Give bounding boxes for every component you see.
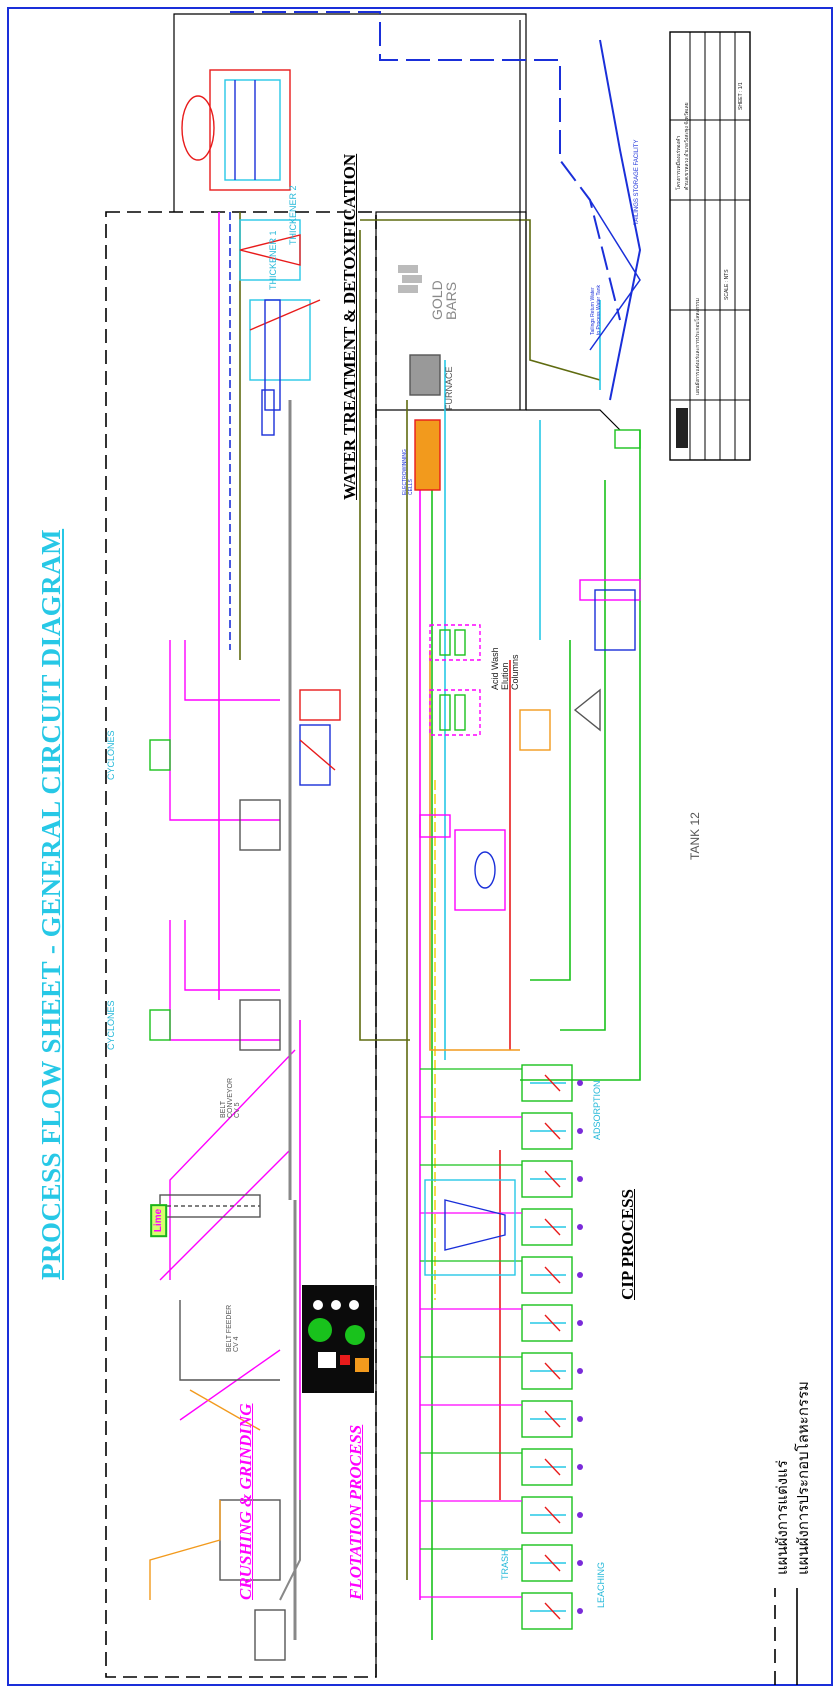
gold-bars-label: GOLD BARS: [430, 280, 458, 320]
crushing-circuit: [150, 400, 300, 1660]
cip-tank: [420, 1161, 583, 1197]
acid-wash-label: Acid Wash Elution Columns: [490, 647, 520, 690]
belt-conveyor-label: BELT CONVEYOR CV 5: [220, 1078, 241, 1118]
cip-tank: [420, 1305, 583, 1341]
title-block-scale: SCALE : NTS: [724, 269, 730, 300]
belt-feeder-label: BELT FEEDER CV 4: [226, 1305, 240, 1352]
process-pipes: [219, 20, 640, 1640]
leaching-label: LEACHING: [596, 1562, 606, 1608]
cip-tank: [420, 1593, 583, 1629]
cip-tank: [420, 1353, 583, 1389]
lime-tag: Lime: [150, 1204, 167, 1237]
thickener2-label: THICKENER 2: [288, 185, 298, 245]
section-flotation-label: FLOTATION PROCESS: [346, 1425, 366, 1600]
tailings-return-label: Tailings Return Water to Process Water T…: [590, 285, 602, 335]
title-block-org2: ตำบลเขาหลวง อำเภอวังสะพุง จังหวัดเลย: [683, 102, 691, 190]
legend-item-metallurgy: แผนผังการประกอบโลหะกรรม: [791, 1381, 815, 1575]
tailings-storage-label: TAILINGS STORAGE FACILITY: [634, 140, 640, 225]
electrowinning-label: ELECTROWINNING CELLS: [402, 449, 414, 495]
title-block-org1: โครงการเหมืองแร่ทองคำ: [675, 136, 683, 190]
title-block-drawing: แผนผังการแต่งแร่และการประกอบโลหะกรรม: [694, 298, 702, 395]
section-cip-label: CIP PROCESS: [618, 1189, 638, 1300]
page-title: PROCESS FLOW SHEET - GENERAL CIRCUIT DIA…: [36, 529, 67, 1280]
thickener1-label: THICKENER 1: [268, 230, 278, 290]
trash-label: TRASH: [500, 1549, 510, 1580]
water-treatment-units: [182, 70, 340, 785]
adsorption-label: ADSORPTION: [592, 1080, 602, 1140]
section-crushing-label: CRUSHING & GRINDING: [236, 1404, 256, 1600]
return-water-line: [230, 12, 620, 320]
cip-tank: [420, 1113, 583, 1149]
title-block-sheet: SHEET : 1/1: [738, 82, 744, 110]
cip-tank: [420, 1497, 583, 1533]
cyclones-label-2: CYCLONES: [106, 1000, 116, 1050]
furnace-label: FURNACE: [444, 366, 454, 410]
flotation-unit: [302, 1285, 374, 1393]
cip-tanks: [420, 1065, 583, 1629]
section-water-label: WATER TREATMENT & DETOXIFICATION: [340, 154, 360, 500]
cyclones-label-1: CYCLONES: [106, 730, 116, 780]
gold-bars-icon: [398, 265, 422, 293]
cip-tank: [420, 1449, 583, 1485]
cip-tank: [420, 1401, 583, 1437]
tank12-label: TANK 12: [688, 812, 702, 860]
cip-tank: [420, 1065, 583, 1101]
